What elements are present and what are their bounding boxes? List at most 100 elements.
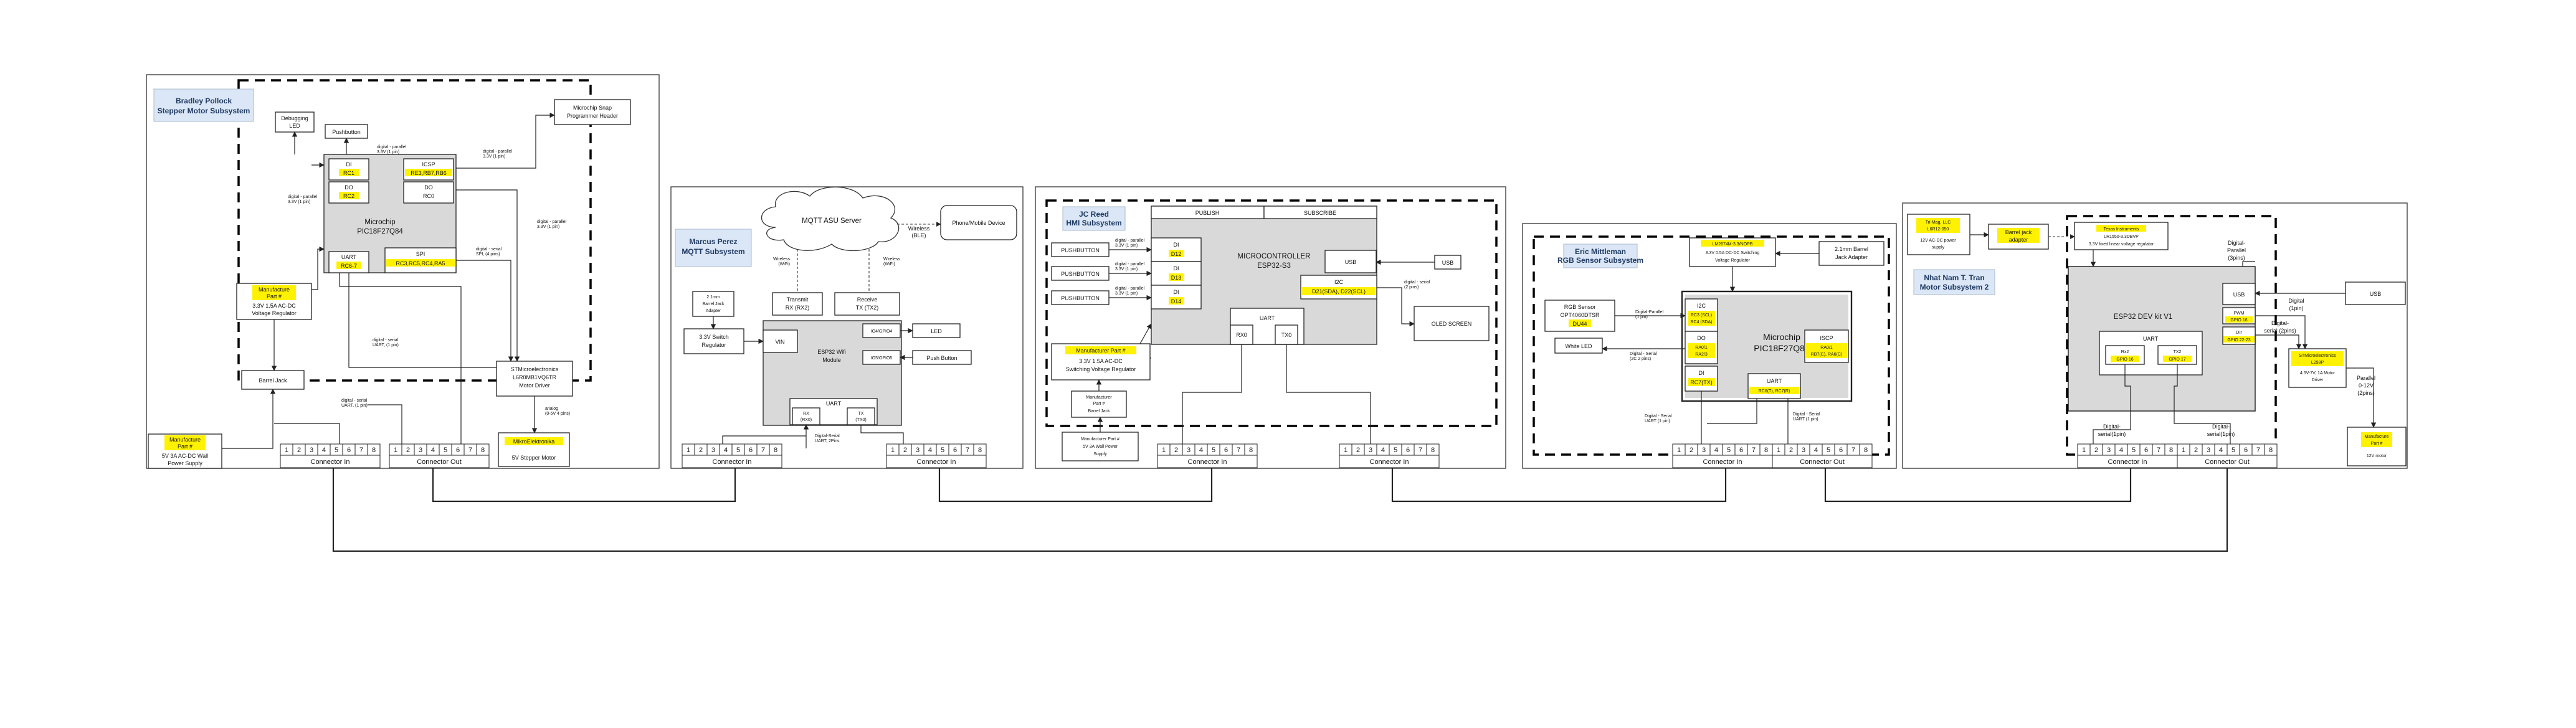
connector-pin-number: 6 <box>1739 447 1743 454</box>
connector-label: Connector Out <box>1800 458 1845 466</box>
switching-label: 3.3V Switch <box>699 334 729 340</box>
phone-label: Phone/Mobile Device <box>952 220 1005 226</box>
mcu-spi-pins: RC3,RC5,RC4,RA5 <box>396 260 445 267</box>
connector-pin-number: 2 <box>406 447 410 454</box>
subsystem-frame <box>1035 186 1506 469</box>
jack-label-2: Part # <box>1093 402 1105 406</box>
oled-label: OLED SCREEN <box>1432 321 1472 327</box>
connector-pin-number: 5 <box>2132 447 2136 454</box>
do-label: DO <box>1697 335 1706 341</box>
connector-pin-number: 3 <box>1802 447 1805 454</box>
sig-label: Digital <box>2288 298 2304 304</box>
uart-label: UART <box>826 400 842 407</box>
barrel-jack-adapter <box>692 291 734 317</box>
jack-label-2: adapter <box>2009 237 2028 243</box>
supply-label-3: Supply <box>1093 452 1107 456</box>
i2c-label: I2C <box>1697 303 1706 309</box>
connector-label-box <box>1157 455 1258 468</box>
subsystem-frame <box>1522 223 1897 469</box>
sig-label: digital - parallel <box>537 220 567 224</box>
connector-pin-number: 5 <box>1212 447 1215 454</box>
sig-label: digital - parallel <box>483 149 513 154</box>
uart-label: UART <box>1260 315 1275 321</box>
tx-label-2: (TX0) <box>855 418 867 422</box>
connector-pin-number: 6 <box>2244 447 2248 454</box>
sig-label: (1pin) <box>2289 305 2303 311</box>
connector-pin-number: 8 <box>1864 447 1868 454</box>
connector-pin-number: 7 <box>1419 447 1422 454</box>
serial-label-2: UART, 2Pins <box>815 439 840 443</box>
tx-label: TX <box>858 412 864 416</box>
switching-label-2: Regulator <box>701 342 726 348</box>
connector-pin-number: 8 <box>1431 447 1435 454</box>
connector-pin-number: 4 <box>322 447 326 454</box>
debug-led <box>275 111 315 133</box>
subsystem-title: HMI Subsystem <box>1066 219 1121 227</box>
driver-part: L298P <box>2311 361 2324 365</box>
connector-pin-number: 5 <box>335 447 338 454</box>
supply-label-2: supply <box>1932 245 1945 250</box>
connector-pin-number: 4 <box>1199 447 1203 454</box>
connector-pin-number: 8 <box>978 447 982 454</box>
supply-label: 12V AC-DC power <box>1920 239 1956 243</box>
sig-label: 3.3V (1 pin) <box>1115 291 1138 296</box>
i2c-pin: RC3 (SCL) <box>1691 313 1712 318</box>
owner-title-box <box>1062 206 1126 231</box>
mqtt-cloud <box>761 186 900 252</box>
connector-pin-number: 6 <box>1406 447 1410 454</box>
white-led <box>1554 338 1603 354</box>
connector-pin-number: 2 <box>1356 447 1360 454</box>
sig-label: digital - serial <box>373 338 399 343</box>
connector-pin-number: 8 <box>1249 447 1253 454</box>
subsystem-title: Motor Subsystem 2 <box>1920 283 1989 291</box>
mcu-part: PIC18F27Q84 <box>357 228 403 235</box>
uart-pins: RC6(T), RC7(R) <box>1759 389 1790 394</box>
connector-pin-number: 3 <box>1702 447 1706 454</box>
mcu-part: PIC18F27Q84 <box>1754 343 1810 353</box>
sig-label: Digital- <box>2271 320 2289 326</box>
connector-pin-number: 7 <box>2256 447 2260 454</box>
connector-label-box <box>682 455 782 468</box>
connector-pin-number: 3 <box>916 447 920 454</box>
wireless-ble: Wireless <box>908 225 930 232</box>
pwm-pin-label: GPIO 16 <box>2230 318 2247 323</box>
wireless-wifi-2: (WiFi) <box>883 262 895 267</box>
regulator-mfr-2: Part # <box>267 293 282 300</box>
connector-pin-number: 8 <box>1764 447 1768 454</box>
mcu-uart-pin: RC6-7 <box>341 263 357 269</box>
interboard-bus <box>332 468 2228 552</box>
sig-label: digital - serial <box>476 247 502 252</box>
i2c-label: I2C <box>1334 279 1344 285</box>
connector-pin-number: 1 <box>1344 447 1347 454</box>
sig-label: digital - parallel <box>1115 262 1145 267</box>
connector-pin-number: 7 <box>2157 447 2160 454</box>
owner-title-box <box>675 229 752 267</box>
pcb-boundary <box>1045 199 1498 427</box>
tx2-label: TX2 <box>2174 350 2182 354</box>
publish-label: PUBLISH <box>1195 210 1220 216</box>
connector-pin-number: 7 <box>761 447 765 454</box>
owner-name: Bradley Pollock <box>176 97 232 105</box>
sig-label: serial(1pin) <box>2098 431 2126 437</box>
uart-rx <box>792 407 820 425</box>
icsp-label: ISCP <box>1820 335 1833 341</box>
programmer-label-2: Programmer Header <box>567 113 618 119</box>
dir-label: DIr <box>2236 331 2242 335</box>
jack-label: Manufacturer <box>1086 395 1112 400</box>
driver-label-2: L6R0MB1VQ6TR <box>513 374 557 381</box>
pushbutton-label: PUSHBUTTON <box>1061 295 1100 301</box>
subsystem-title: RGB Sensor Subsystem <box>1557 256 1643 265</box>
connector-pin-number: 3 <box>1187 447 1191 454</box>
connector-label: Connector In <box>1703 458 1742 466</box>
connector-pin-number: 8 <box>481 447 485 454</box>
barrel-jack-adapter <box>1818 241 1884 266</box>
connector-pin-number: 6 <box>953 447 957 454</box>
reg-label: 3.3V fixed linear voltage regulator <box>2089 242 2154 247</box>
connector-pin-number: 8 <box>372 447 376 454</box>
